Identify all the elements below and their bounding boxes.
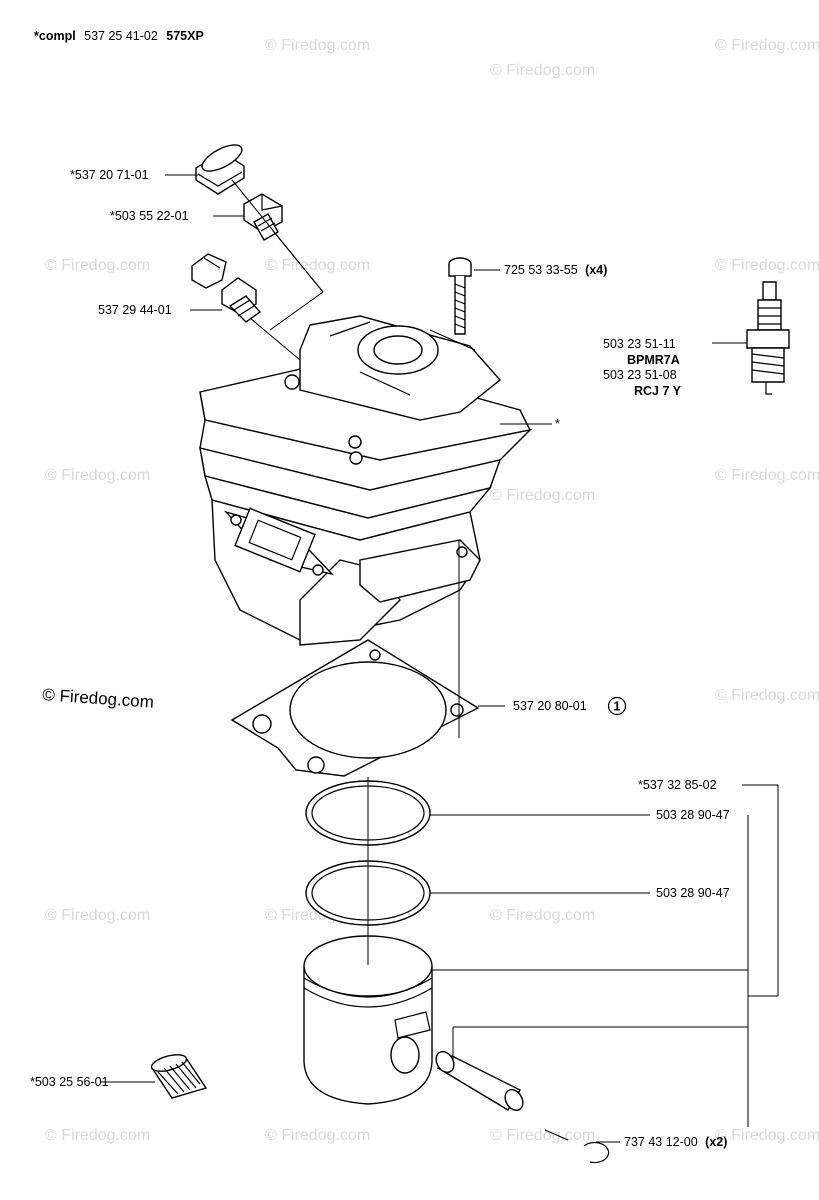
piston-pin [435, 1050, 524, 1112]
watermark: © Firedog.com [45, 1127, 150, 1144]
label-gasket: 537 20 80-01 [513, 699, 587, 713]
cylinder-gasket [230, 639, 480, 777]
label-circlip: 737 43 12-00 (x2) [624, 1133, 727, 1150]
label-needle-bearing: *503 25 56-01 [30, 1075, 109, 1089]
watermark: © Firedog.com [45, 907, 150, 924]
watermark: © Firedog.com [265, 1127, 370, 1144]
copyright-text: © Firedog.com [42, 685, 155, 712]
piston [303, 935, 433, 1105]
assembly-model: 575XP [166, 29, 204, 43]
label-screw: 725 53 33-55 (x4) [504, 261, 607, 278]
cover-plug [195, 144, 245, 195]
gasket-note-ref: 1 [607, 696, 627, 716]
watermark: © Firedog.com [265, 257, 370, 274]
label-spark-plug-2-type: RCJ 7 Y [634, 384, 682, 398]
watermark: © Firedog.com [490, 487, 595, 504]
watermark: © Firedog.com [490, 907, 595, 924]
label-piston-ring-upper: 503 28 90-47 [656, 808, 730, 822]
label-cover-plug: *537 20 71-01 [70, 168, 149, 182]
label-circlip-number: 737 43 12-00 [624, 1135, 698, 1149]
label-spark-plug-1: 503 23 51-11 [603, 337, 676, 351]
label-cylinder: * [555, 417, 560, 431]
leader-lines [100, 174, 779, 1143]
label-spark-plug-2: 503 23 51-08 [603, 368, 677, 382]
cylinder [199, 315, 533, 646]
label-screw-qty: (x4) [585, 263, 607, 277]
label-screw-number: 725 53 33-55 [504, 263, 578, 277]
label-decompression-valve-kit: 537 29 44-01 [98, 303, 172, 317]
watermark: © Firedog.com [715, 1127, 819, 1144]
watermark: © Firedog.com [715, 257, 819, 274]
label-piston-ring-lower: 503 28 90-47 [656, 886, 730, 900]
watermark: © Firedog.com [45, 257, 150, 274]
assembly-prefix: *compl [34, 29, 76, 43]
circlip [544, 1129, 610, 1164]
watermark: © Firedog.com [490, 62, 595, 79]
decompression-valve-kit [191, 253, 262, 323]
label-circlip-qty: (x2) [705, 1135, 727, 1149]
watermark: © Firedog.com [265, 37, 370, 54]
assembly-number: 537 25 41-02 [84, 29, 158, 43]
assembly-title: *compl 537 25 41-02 575XP [34, 27, 204, 44]
watermark: © Firedog.com [715, 467, 819, 484]
watermark: © Firedog.com [715, 37, 819, 54]
gasket-note-number: 1 [614, 700, 621, 714]
label-piston-kit: *537 32 85-02 [638, 778, 717, 792]
watermark: © Firedog.com [715, 687, 819, 704]
label-decompression-valve: *503 55 22-01 [110, 209, 189, 223]
needle-bearing [150, 1054, 208, 1099]
watermark: © Firedog.com [490, 1127, 595, 1144]
watermark-layer: © Firedog.com © Firedog.com © Firedog.co… [45, 37, 819, 1144]
decompression-valve [243, 193, 283, 241]
watermark: © Firedog.com [45, 467, 150, 484]
label-spark-plug-1-type: BPMR7A [627, 353, 680, 367]
cylinder-screw [448, 257, 472, 335]
spark-plug [746, 281, 790, 395]
